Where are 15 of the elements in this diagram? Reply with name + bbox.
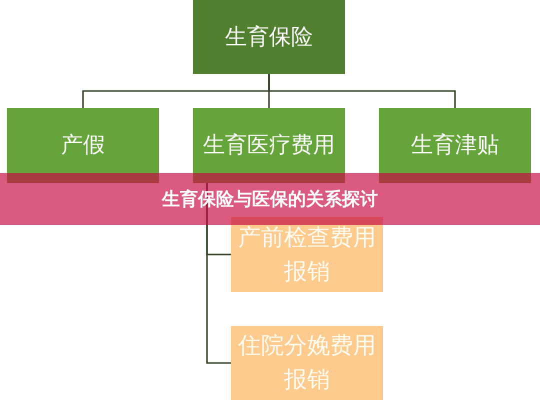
process-box <box>231 326 383 400</box>
box-label: 住院分娩费用报销 <box>237 332 377 395</box>
box-label: 产前检查费用报销 <box>237 224 377 286</box>
connector-line <box>206 183 231 364</box>
box-label: 生育医疗费用 <box>203 132 335 160</box>
banner-title: 生育保险与医保的关系探讨 <box>162 188 378 212</box>
process-box <box>7 108 159 183</box>
box-label: 生育津贴 <box>411 132 499 160</box>
process-box <box>379 108 531 183</box>
box-label: 产假 <box>61 132 105 160</box>
connector-line <box>268 74 456 108</box>
box-label: 生育保险 <box>225 24 313 52</box>
process-box <box>193 0 345 74</box>
process-box <box>193 108 345 183</box>
process-box <box>231 217 383 292</box>
